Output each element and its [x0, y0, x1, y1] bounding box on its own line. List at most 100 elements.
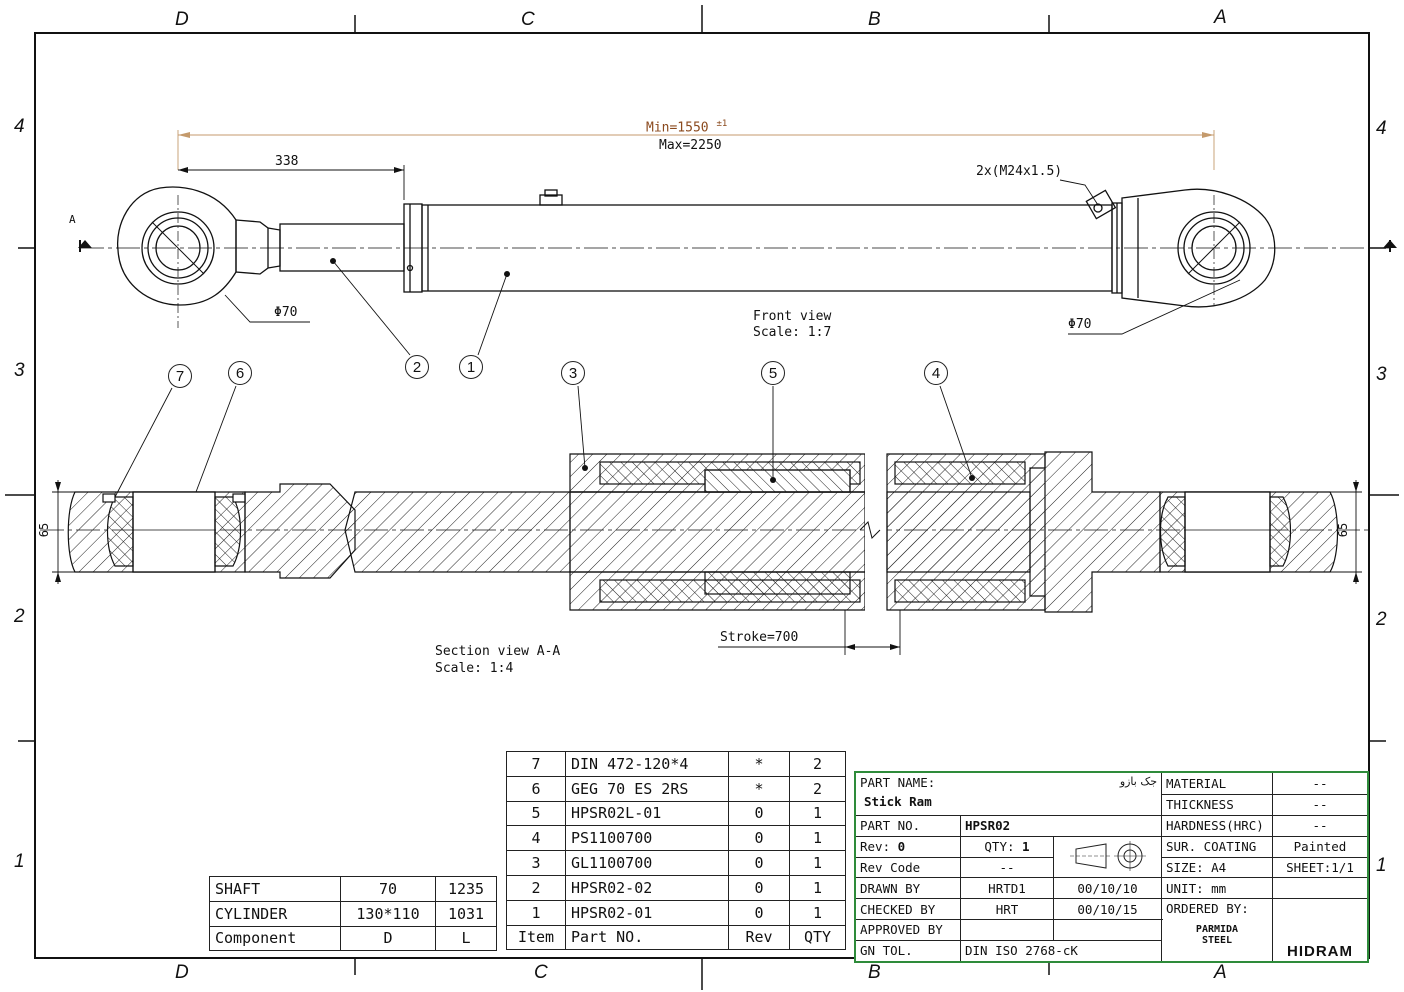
zone-top-d: D: [175, 9, 189, 30]
projection-symbol-cell: [1053, 835, 1162, 879]
hardness-label: HARDNESS(HRC): [1161, 815, 1273, 837]
callout-5: 5: [761, 361, 785, 385]
part-name: Stick Ram: [864, 794, 932, 809]
third-angle-projection-icon: [1069, 840, 1146, 871]
dim-min-value: Min=1550: [646, 120, 709, 136]
bom-rev: *: [728, 775, 790, 802]
qty-cell: QTY: 1: [960, 835, 1054, 858]
bom-rev: *: [728, 751, 790, 777]
section-dimensions: [52, 385, 1362, 655]
bom-rev: 0: [728, 800, 790, 827]
bom-rev: 0: [728, 850, 790, 876]
section-view-scale: Scale: 1:4: [435, 661, 514, 676]
bom-item: 3: [506, 850, 566, 876]
bom-part: HPSR02-01: [565, 899, 729, 926]
part-name-cell: PART NAME: جک بازو Stick Ram: [854, 771, 1162, 816]
front-view-title: Front view: [753, 309, 832, 324]
rev-code-label: Rev Code: [854, 856, 961, 879]
bom-header-rev: Rev: [728, 924, 790, 951]
bom-item: 5: [506, 800, 566, 827]
bom-part: GEG 70 ES 2RS: [565, 775, 729, 802]
zone-left-1: 1: [14, 851, 25, 872]
approved-date: [1053, 918, 1162, 941]
bom-item: 2: [506, 874, 566, 901]
bom-rev: 0: [728, 899, 790, 926]
bom-item: 6: [506, 775, 566, 802]
dia-left-eye: Φ70: [274, 305, 298, 320]
gn-tol-value: DIN ISO 2768-cK: [960, 939, 1162, 963]
section-view-title: Section view A-A: [435, 644, 561, 659]
bom-part: GL1100700: [565, 850, 729, 876]
bom-qty: 1: [789, 850, 846, 876]
logo-cell: HIDRAM: [1272, 898, 1369, 963]
thickness-label: THICKNESS: [1161, 793, 1273, 816]
bom-header-part: Part NO.: [565, 924, 729, 951]
bom-part: HPSR02-02: [565, 874, 729, 901]
dims-component: CYLINDER: [209, 900, 341, 927]
callout-6: 6: [228, 361, 252, 385]
rev-cell: Rev: 0: [854, 835, 961, 858]
dim-rod-338: 338: [275, 154, 299, 169]
zone-top-c: C: [521, 9, 535, 30]
zone-bottom-b: B: [868, 962, 881, 983]
zone-left-3: 3: [14, 360, 25, 381]
sheet-label: SHEET:1/1: [1272, 856, 1369, 879]
coating-value: Painted: [1272, 835, 1369, 858]
dia-right-eye: Φ70: [1068, 317, 1092, 332]
bom-rev: 0: [728, 825, 790, 852]
ordered-by-label: ORDERED BY:: [1166, 901, 1249, 917]
zone-left-4: 4: [14, 116, 25, 137]
bom-qty: 1: [789, 874, 846, 901]
bom-qty: 2: [789, 775, 846, 802]
front-view-scale: Scale: 1:7: [753, 325, 832, 340]
thread-spec: 2x(M24x1.5): [976, 164, 1063, 179]
bom-part: HPSR02L-01: [565, 800, 729, 827]
unit-empty: [1272, 877, 1369, 900]
dims-l: 1031: [435, 900, 497, 927]
zone-right-4: 4: [1376, 118, 1387, 139]
rev-label: Rev:: [860, 839, 891, 855]
thickness-value: --: [1272, 793, 1369, 816]
unit-label: UNIT: mm: [1161, 877, 1273, 900]
rev-value: 0: [897, 839, 906, 855]
bom-item: 7: [506, 751, 566, 777]
material-value: --: [1272, 771, 1369, 795]
dims-d: 70: [340, 876, 436, 902]
dims-d: 130*110: [340, 900, 436, 927]
bom-qty: 1: [789, 899, 846, 926]
callout-7: 7: [168, 364, 192, 388]
approved-by-value: [960, 918, 1054, 941]
bom-header-item: Item: [506, 924, 566, 951]
zone-right-3: 3: [1376, 364, 1387, 385]
section-view: [40, 440, 1370, 620]
zone-bottom-d: D: [175, 962, 189, 983]
callout-1: 1: [459, 355, 483, 379]
bom-qty: 1: [789, 800, 846, 827]
coating-label: SUR. COATING: [1161, 835, 1273, 858]
dims-header-l: L: [435, 925, 497, 952]
material-label: MATERIAL: [1161, 771, 1273, 795]
size-label: SIZE: A4: [1161, 856, 1273, 879]
part-no-label: PART NO.: [854, 815, 961, 837]
section-mark-a: A: [69, 213, 76, 226]
bom-item: 4: [506, 825, 566, 852]
bom-item: 1: [506, 899, 566, 926]
callout-2: 2: [405, 355, 429, 379]
ordered-by-line-2: STEEL: [1201, 935, 1233, 947]
callout-3: 3: [561, 361, 585, 385]
zone-top-a: A: [1214, 7, 1227, 28]
drawn-date: 00/10/10: [1053, 877, 1162, 900]
drawn-by-label: DRAWN BY: [854, 877, 961, 900]
part-name-label: PART NAME:: [860, 775, 936, 790]
dims-header-d: D: [340, 925, 436, 952]
